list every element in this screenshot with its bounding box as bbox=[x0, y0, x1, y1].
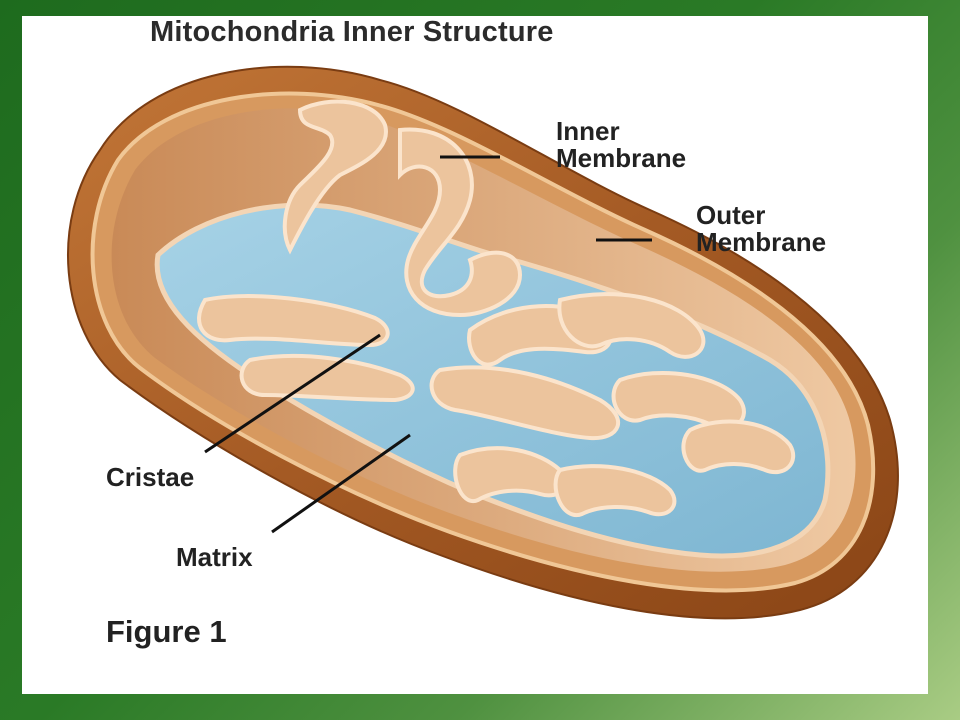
matrix-leader bbox=[271, 433, 411, 534]
cristae-folds bbox=[197, 99, 796, 518]
matrix-label: Matrix bbox=[176, 542, 253, 572]
figure-caption: Figure 1 bbox=[106, 614, 227, 649]
outer-membrane-label-line2: Membrane bbox=[696, 227, 827, 257]
diagram-title: Mitochondria Inner Structure bbox=[150, 16, 554, 48]
inner-membrane-label-line2: Membrane bbox=[556, 143, 687, 173]
cristae-label: Cristae bbox=[106, 462, 195, 492]
outer-membrane-label: Outer Membrane bbox=[696, 202, 826, 256]
leader-lines bbox=[204, 155, 652, 534]
inner-membrane-label: Inner Membrane bbox=[556, 118, 686, 172]
cristae-leader bbox=[204, 333, 381, 454]
outer-membrane-label-line1: Outer bbox=[696, 200, 766, 230]
inner-membrane-label-line1: Inner bbox=[556, 116, 620, 146]
